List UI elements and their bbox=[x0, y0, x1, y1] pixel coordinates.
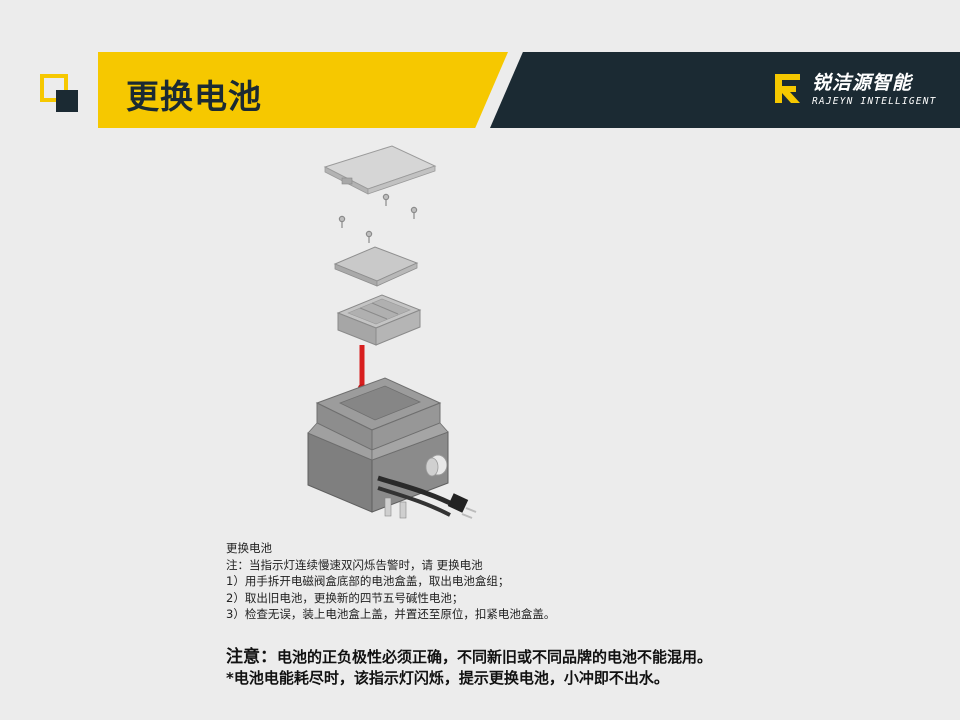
brand-name-en: RAJEYN INTELLIGENT bbox=[812, 96, 937, 107]
warning-block: 注意：电池的正负极性必须正确，不同新旧或不同品牌的电池不能混用。 *电池电能耗尽… bbox=[226, 647, 712, 689]
battery-tray bbox=[336, 294, 422, 346]
warning-text: 电池的正负极性必须正确，不同新旧或不同品牌的电池不能混用。 bbox=[277, 648, 713, 666]
title-band bbox=[98, 52, 508, 128]
page-title: 更换电池 bbox=[126, 77, 262, 116]
warning-line-2: *电池电能耗尽时，该指示灯闪烁，提示更换电池，小冲即不出水。 bbox=[226, 669, 669, 687]
battery-lid bbox=[333, 246, 419, 287]
instruction-notes: 更换电池 注：当指示灯连续慢速双闪烁告警时，请 更换电池 1）用手拆开电磁阀盒底… bbox=[226, 540, 846, 623]
notes-line: 注：当指示灯连续慢速双闪烁告警时，请 更换电池 bbox=[226, 557, 483, 572]
warning-line-1: 注意：电池的正负极性必须正确，不同新旧或不同品牌的电池不能混用。 bbox=[226, 647, 712, 668]
decorative-square-outline bbox=[40, 74, 68, 102]
brand-name-cn: 锐洁源智能 bbox=[812, 72, 913, 94]
decorative-square-fill bbox=[56, 90, 78, 112]
notes-heading: 更换电池 bbox=[226, 541, 272, 555]
notes-line: 2）取出旧电池，更换新的四节五号碱性电池； bbox=[226, 590, 464, 605]
battery-box-exploded-view-icon bbox=[307, 145, 477, 519]
warning-prefix: 注意： bbox=[226, 647, 277, 667]
brand-band bbox=[490, 52, 960, 128]
notes-line: 3）检查无误，装上电池盒上盖，并置还至原位，扣紧电池盒盖。 bbox=[226, 607, 556, 621]
battery-cover-plate bbox=[323, 145, 437, 195]
screws bbox=[338, 193, 418, 243]
rajeyn-r-logo-icon bbox=[775, 74, 800, 103]
notes-line: 1）用手拆开电磁阀盒底部的电池盒盖，取出电池盒组； bbox=[226, 574, 510, 588]
power-cable bbox=[377, 475, 477, 519]
